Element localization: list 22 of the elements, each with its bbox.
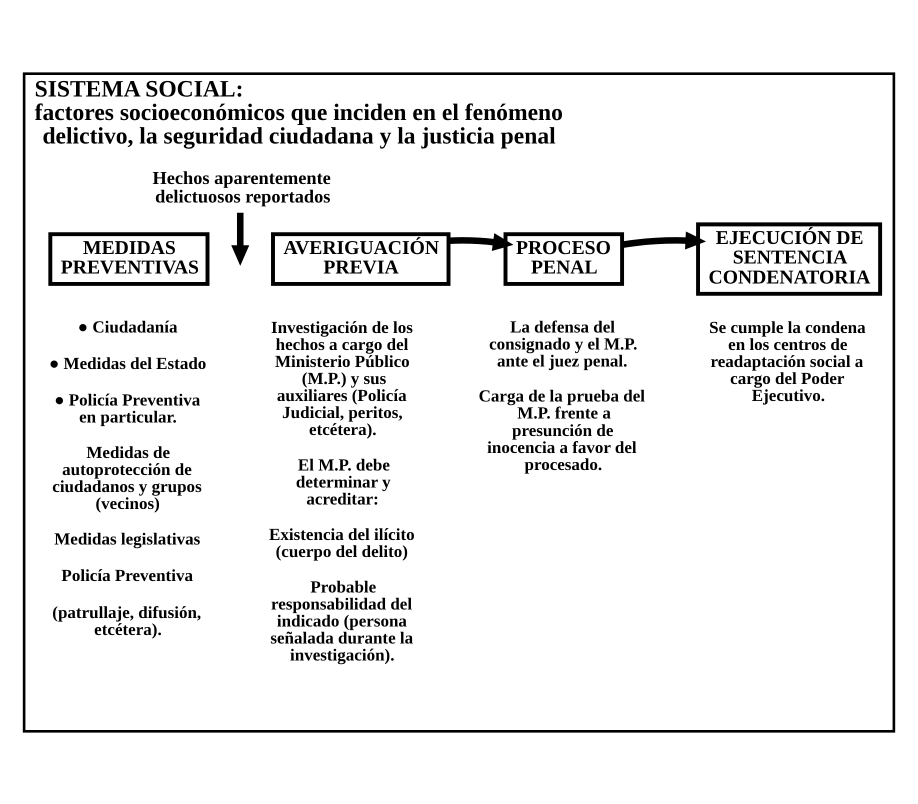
arrow <box>231 212 250 266</box>
node-label: Medidas legislativas <box>54 528 200 548</box>
node-label: Medidas de autoprotección de ciudadanos y grupos (vecinos) <box>52 442 202 513</box>
node-box: EJECUCIÓN DE SENTENCIA CONDENATORIA <box>696 222 882 296</box>
node-box: PROCESO PENAL <box>504 232 624 286</box>
node-label: Se cumple la condena en los centros de readaptación social a cargo del Poder Ejecutivo. <box>709 317 866 405</box>
node-box: AVERIGUACIÓN PREVIA <box>271 232 450 286</box>
node-text: Hechos aparentemente delictuosos reportados <box>152 168 331 206</box>
node-label: Carga de la prueba del M.P. frente a presunción de inocencia a favor del procesado. <box>478 386 646 474</box>
node-label: El M.P. debe determinar y acreditar: <box>296 454 391 508</box>
node-label: Investigación de los hechos a cargo del Ministerio Público (M.P.) y sus auxiliares (Policía Judicial, peritos, etcétera). <box>271 317 413 439</box>
node-box: MEDIDAS PREVENTIVAS <box>48 232 210 286</box>
arrow <box>448 232 514 250</box>
node-label: Existencia del ilícito (cuerpo del delito) <box>269 524 415 560</box>
node-label: Policía Preventiva <box>61 566 193 585</box>
node-label: ● Medidas del Estado <box>49 353 206 372</box>
node-label: ● Ciudadanía <box>78 316 178 336</box>
node-label: La defensa del consignado y el M.P. ante el juez penal. <box>489 316 638 370</box>
arrow <box>622 230 706 249</box>
node-label: Probable responsabilidad del indicado (persona señalada durante la investigación). <box>270 576 414 664</box>
node-label: (patrullaje, difusión, etcétera). <box>52 602 202 638</box>
node-label: ● Policía Preventiva en particular. <box>54 390 200 426</box>
